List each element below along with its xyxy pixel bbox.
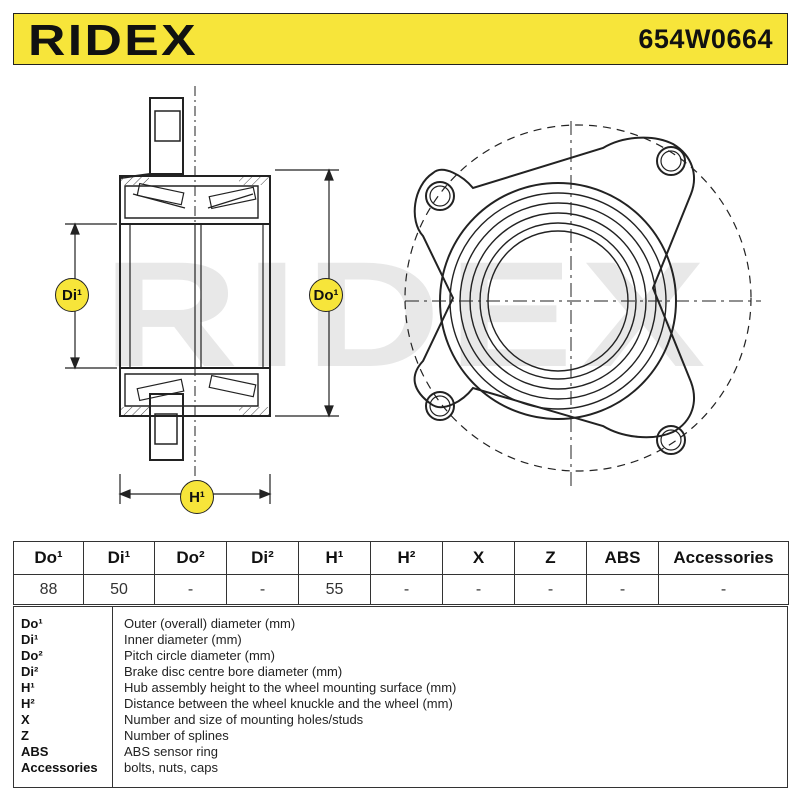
value-di2: - [226,574,299,605]
legend-desc: Distance between the wheel knuckle and t… [124,696,453,711]
legend-key: Do² [21,648,43,663]
h-badge: H¹ [180,480,214,514]
legend-divider [112,607,113,787]
front-view [404,121,761,486]
technical-drawing: RIDEX [13,76,788,536]
value-do1: 88 [13,574,84,605]
header-h1: H¹ [298,541,371,575]
spec-value-row: 88 50 - - 55 - - - - - [13,574,789,605]
legend-desc: Outer (overall) diameter (mm) [124,616,296,631]
legend-row: Do² Pitch circle diameter (mm) [14,648,787,664]
legend-desc: Inner diameter (mm) [124,632,242,647]
hatched-sections [121,177,269,415]
spec-header-row: Do¹ Di¹ Do² Di² H¹ H² X Z ABS Accessorie… [13,541,789,575]
legend-desc: Brake disc centre bore diameter (mm) [124,664,343,679]
legend-key: Do¹ [21,616,43,631]
legend-desc: ABS sensor ring [124,744,218,759]
header-bar: RIDEX 654W0664 [13,13,788,65]
legend-key: H¹ [21,680,35,695]
legend-row: H¹ Hub assembly height to the wheel moun… [14,680,787,696]
legend-key: Z [21,728,29,743]
value-h2: - [370,574,443,605]
header-h2: H² [370,541,443,575]
legend-key: Di² [21,664,39,679]
value-do2: - [154,574,227,605]
legend-box: Do¹ Outer (overall) diameter (mm) Di¹ In… [13,606,788,788]
ridex-logo: RIDEX [28,19,198,61]
legend-desc: Pitch circle diameter (mm) [124,648,275,663]
legend-row: H² Distance between the wheel knuckle an… [14,696,787,712]
header-di1: Di¹ [83,541,155,575]
value-x: - [442,574,515,605]
legend-key: X [21,712,30,727]
side-view [119,86,271,476]
header-abs: ABS [586,541,659,575]
svg-text:RIDEX: RIDEX [28,19,198,61]
legend-row: Di¹ Inner diameter (mm) [14,632,787,648]
legend-desc: Hub assembly height to the wheel mountin… [124,680,457,695]
watermark-text: RIDEX [103,230,713,398]
legend-key: Di¹ [21,632,39,647]
legend-key: H² [21,696,35,711]
value-z: - [514,574,587,605]
header-z: Z [514,541,587,575]
legend-key: ABS [21,744,49,759]
header-accessories: Accessories [658,541,789,575]
legend-key: Accessories [21,760,98,775]
value-h1: 55 [298,574,371,605]
value-abs: - [586,574,659,605]
legend-desc: bolts, nuts, caps [124,760,218,775]
legend-row: ABS ABS sensor ring [14,744,787,760]
header-x: X [442,541,515,575]
di-badge: Di¹ [55,278,89,312]
legend-row: Do¹ Outer (overall) diameter (mm) [14,616,787,632]
legend-row: Di² Brake disc centre bore diameter (mm) [14,664,787,680]
do-badge: Do¹ [309,278,343,312]
legend-row: Accessories bolts, nuts, caps [14,760,787,776]
header-do1: Do¹ [13,541,84,575]
legend-desc: Number of splines [124,728,229,743]
spec-table: Do¹ Di¹ Do² Di² H¹ H² X Z ABS Accessorie… [13,541,789,605]
legend-row: Z Number of splines [14,728,787,744]
value-accessories: - [658,574,789,605]
legend-desc: Number and size of mounting holes/studs [124,712,364,727]
header-do2: Do² [154,541,227,575]
drawing-canvas: RIDEX [65,86,761,504]
value-di1: 50 [83,574,155,605]
header-di2: Di² [226,541,299,575]
legend-row: X Number and size of mounting holes/stud… [14,712,787,728]
part-number: 654W0664 [638,24,773,54]
